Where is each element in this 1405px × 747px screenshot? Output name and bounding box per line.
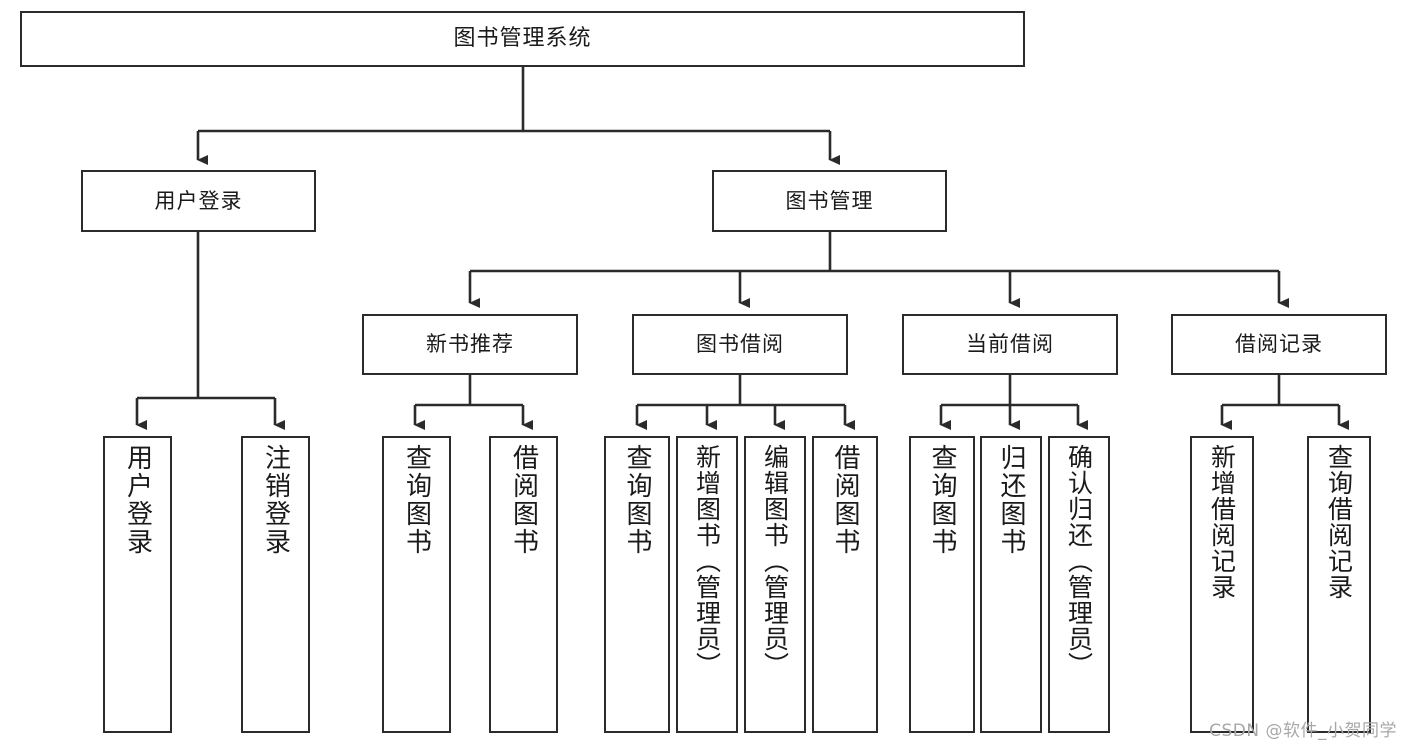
node-label: 归还图书	[996, 444, 1026, 556]
node-label: 查询图书	[401, 444, 432, 556]
node-label: 编辑图书（管理员）	[760, 444, 790, 678]
leaf-query-borrow-record[interactable]: 查询借阅记录	[1307, 436, 1371, 733]
leaf-borrow-book-recommend[interactable]: 借阅图书	[489, 436, 558, 733]
node-label: 新书推荐	[426, 332, 514, 357]
node-root-book-management-system[interactable]: 图书管理系统	[20, 11, 1025, 67]
node-label: 借阅记录	[1235, 332, 1323, 357]
node-label: 新增图书（管理员）	[692, 444, 722, 678]
node-label: 查询借阅记录	[1324, 444, 1354, 600]
node-label: 借阅图书	[830, 444, 860, 556]
node-borrow-record[interactable]: 借阅记录	[1171, 314, 1387, 375]
leaf-query-book-recommend[interactable]: 查询图书	[382, 436, 451, 733]
node-current-borrow[interactable]: 当前借阅	[902, 314, 1118, 375]
leaf-add-borrow-record[interactable]: 新增借阅记录	[1190, 436, 1254, 733]
csdn-watermark: CSDN @软件_小贺同学	[1209, 721, 1397, 741]
leaf-borrow-book[interactable]: 借阅图书	[812, 436, 878, 733]
node-label: 新增借阅记录	[1207, 444, 1237, 600]
node-label: 确认归还（管理员）	[1064, 444, 1094, 678]
node-label: 用户登录	[122, 444, 153, 556]
leaf-user-login[interactable]: 用户登录	[103, 436, 172, 733]
node-new-book-recommend[interactable]: 新书推荐	[362, 314, 578, 375]
leaf-return-book[interactable]: 归还图书	[980, 436, 1042, 733]
node-label: 注销登录	[260, 444, 291, 556]
node-book-management[interactable]: 图书管理	[712, 170, 947, 232]
leaf-logout[interactable]: 注销登录	[241, 436, 310, 733]
node-label: 借阅图书	[508, 444, 539, 556]
node-label: 查询图书	[927, 444, 957, 556]
node-label: 当前借阅	[966, 332, 1054, 357]
node-label: 用户登录	[154, 188, 243, 213]
node-user-login[interactable]: 用户登录	[81, 170, 316, 232]
leaf-query-book-borrow[interactable]: 查询图书	[604, 436, 670, 733]
node-label: 图书管理系统	[453, 26, 592, 52]
node-book-borrow[interactable]: 图书借阅	[632, 314, 848, 375]
leaf-add-book-admin[interactable]: 新增图书（管理员）	[676, 436, 738, 733]
node-label: 查询图书	[622, 444, 652, 556]
node-label: 图书借阅	[696, 332, 784, 357]
leaf-confirm-return-admin[interactable]: 确认归还（管理员）	[1048, 436, 1110, 733]
node-label: 图书管理	[785, 188, 874, 213]
leaf-query-book-current[interactable]: 查询图书	[909, 436, 975, 733]
leaf-edit-book-admin[interactable]: 编辑图书（管理员）	[744, 436, 806, 733]
